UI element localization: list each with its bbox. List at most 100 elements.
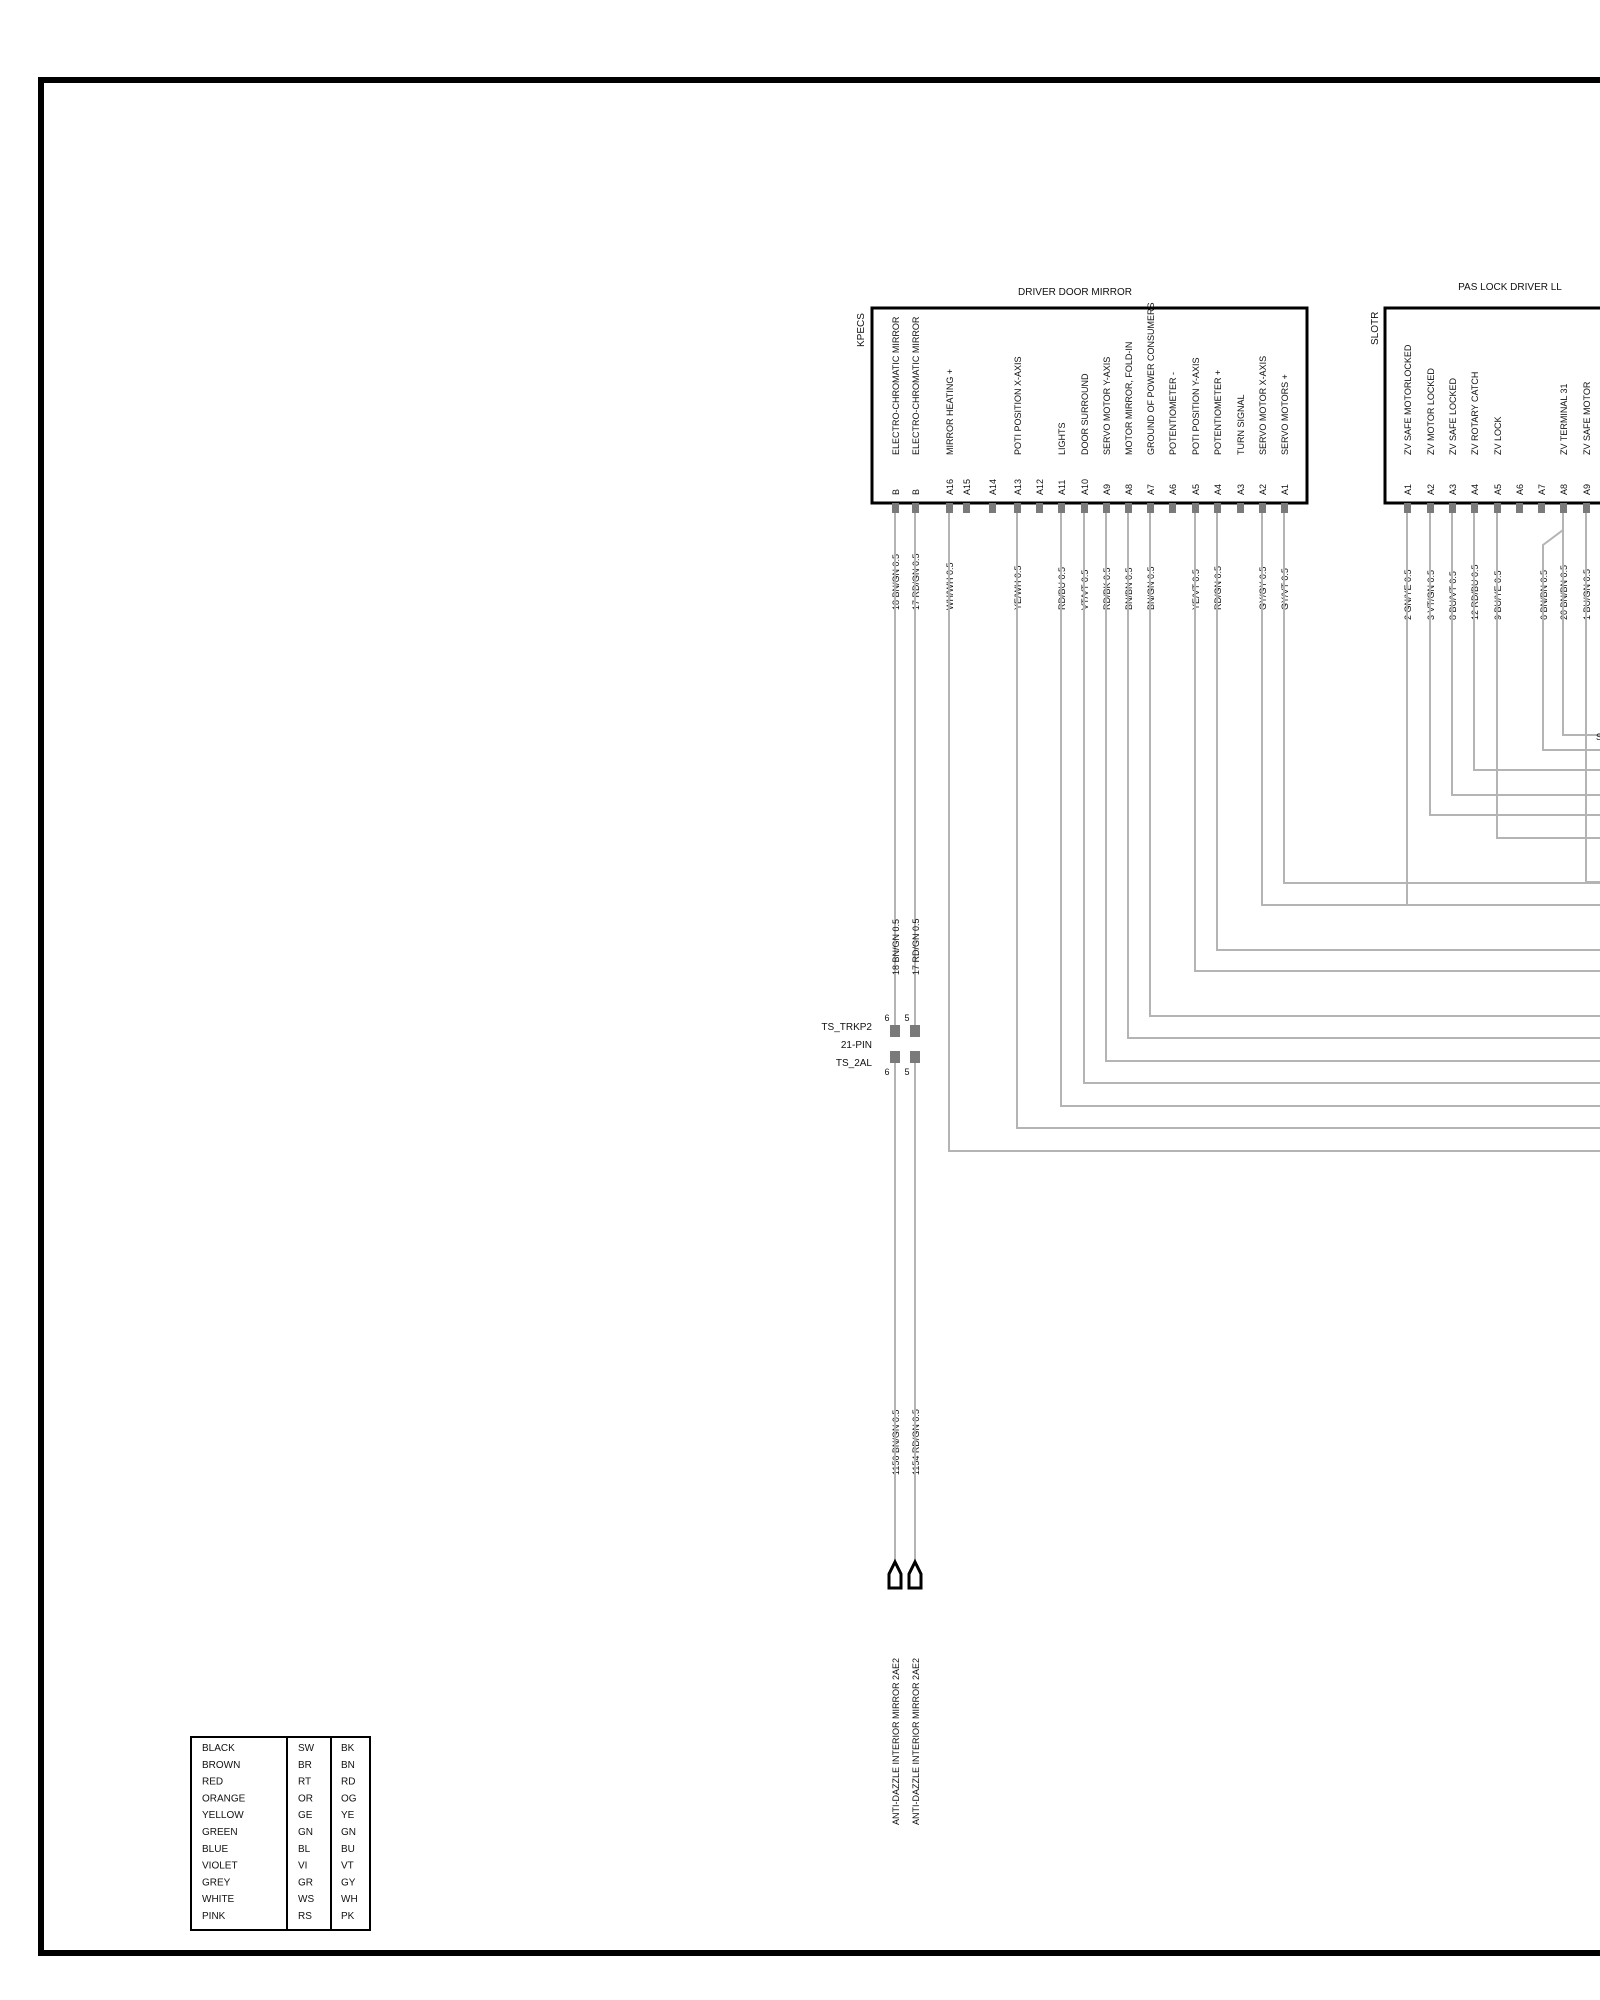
lock-terminal <box>1538 503 1545 513</box>
mirror-terminal <box>892 503 899 513</box>
lock-pin-label-1: ZV MOTOR LOCKED <box>1426 368 1436 455</box>
pas-lock-code: SLOTR <box>1370 312 1381 345</box>
lock-wire-1 <box>1429 513 1600 816</box>
mirror-pin-label-13: POTI POSITION Y-AXIS <box>1191 357 1201 455</box>
mirror-pin-12: A6 <box>1168 484 1178 495</box>
legend-name-10: PINK <box>202 1911 226 1922</box>
lock-terminal <box>1516 503 1523 513</box>
mirror-terminal <box>1103 503 1110 513</box>
destination-arrow <box>907 1558 923 1590</box>
lock-wire-7 <box>1542 513 1600 751</box>
connector-terminal-bottom <box>910 1051 920 1063</box>
destination-label-0: ANTI-DAZZLE INTERIOR MIRROR 2AE2 <box>891 1658 901 1825</box>
mirror-terminal <box>1014 503 1021 513</box>
lock-pin-1: A2 <box>1426 484 1436 495</box>
lock-terminal <box>1471 503 1478 513</box>
mirror-wire-13 <box>1194 513 1600 972</box>
driver-mirror-code: KPECS <box>856 313 867 347</box>
mirror-terminal <box>1036 503 1043 513</box>
legend-name-3: ORANGE <box>202 1793 246 1804</box>
lock-wire-2 <box>1451 513 1600 796</box>
destination-label-1: ANTI-DAZZLE INTERIOR MIRROR 2AE2 <box>911 1658 921 1825</box>
mirror-terminal <box>1058 503 1065 513</box>
mirror-pin-11: A7 <box>1146 484 1156 495</box>
mirror-pin-17: A1 <box>1280 484 1290 495</box>
mirror-pin-label-2: MIRROR HEATING + <box>945 369 955 455</box>
lock-terminal <box>1494 503 1501 513</box>
lock-terminal <box>1560 503 1567 513</box>
legend-en-2: RD <box>341 1777 355 1788</box>
mirror-wire-9 <box>1105 513 1600 1062</box>
driver-mirror-title: DRIVER DOOR MIRROR <box>1018 287 1132 298</box>
mirror-wire-14 <box>1216 513 1600 951</box>
lock-pin-label-4: ZV LOCK <box>1493 416 1503 455</box>
mirror-pin-7: A11 <box>1057 480 1067 495</box>
legend-name-2: RED <box>202 1777 223 1788</box>
connector-pin-top-0: 6 <box>884 1013 889 1023</box>
mirror-terminal <box>1281 503 1288 513</box>
pas-lock-fragment: S <box>1596 732 1600 742</box>
mirror-wire-7 <box>1060 513 1600 1107</box>
connector-pin-bottom-0: 6 <box>884 1067 889 1077</box>
mirror-pin-0: B <box>891 489 901 495</box>
connector-upper-wire-1: 17 RD/GN 0.5 <box>911 918 921 975</box>
connector-pin-bottom-1: 5 <box>904 1067 909 1077</box>
lock-wire-8 <box>1562 513 1600 736</box>
driver-mirror-box <box>870 306 1309 505</box>
legend-name-8: GREY <box>202 1877 231 1888</box>
legend-en-8: GY <box>341 1877 356 1888</box>
mirror-pin-14: A4 <box>1213 484 1223 495</box>
lock-pin-0: A1 <box>1403 484 1413 495</box>
legend-de-7: VI <box>298 1861 307 1872</box>
mirror-terminal <box>989 503 996 513</box>
legend-en-7: VT <box>341 1861 354 1872</box>
lock-pin-3: A4 <box>1470 484 1480 495</box>
legend-de-3: OR <box>298 1793 313 1804</box>
legend-name-4: YELLOW <box>202 1810 244 1821</box>
legend-de-8: GR <box>298 1877 313 1888</box>
legend-en-4: YE <box>341 1810 355 1821</box>
lock-pin-5: A6 <box>1515 484 1525 495</box>
legend-name-6: BLUE <box>202 1844 228 1855</box>
mirror-terminal <box>1214 503 1221 513</box>
legend-en-3: OG <box>341 1793 357 1804</box>
lock-pin-9: A9 <box>1582 484 1592 495</box>
mirror-terminal <box>1081 503 1088 513</box>
mirror-terminal <box>1192 503 1199 513</box>
mirror-pin-8: A10 <box>1080 479 1090 495</box>
connector-upper-wire-0: 18 BN/GN 0.5 <box>891 919 901 975</box>
mirror-pin-label-11: GROUND OF POWER CONSUMERS <box>1146 302 1156 455</box>
legend-de-4: GE <box>298 1810 313 1821</box>
pas-lock-title: PAS LOCK DRIVER LL <box>1458 282 1562 293</box>
connector-name-bottom: TS_2AL <box>836 1058 873 1069</box>
legend-de-10: RS <box>298 1911 312 1922</box>
connector-terminal-top <box>890 1025 900 1037</box>
connector-pin-top-1: 5 <box>904 1013 909 1023</box>
legend-en-1: BN <box>341 1760 355 1771</box>
mirror-pin-3: A15 <box>962 479 972 495</box>
mirror-pin-16: A2 <box>1258 484 1268 495</box>
page-frame <box>38 77 1600 1956</box>
legend-en-5: GN <box>341 1827 356 1838</box>
connector-name-top: TS_TRKP2 <box>821 1022 872 1033</box>
mirror-pin-1: B <box>911 489 921 495</box>
legend-de-9: WS <box>298 1894 314 1905</box>
mirror-pin-2: A16 <box>945 479 955 495</box>
mirror-pin-label-7: LIGHTS <box>1057 422 1067 455</box>
legend-name-1: BROWN <box>202 1760 240 1771</box>
mirror-terminal <box>946 503 953 513</box>
legend-name-5: GREEN <box>202 1827 238 1838</box>
mirror-pin-label-12: POTENTIOMETER - <box>1168 372 1178 455</box>
mirror-wire-8 <box>1083 513 1600 1084</box>
lock-pin-label-3: ZV ROTARY CATCH <box>1470 372 1480 455</box>
mirror-wire-5 <box>1016 513 1600 1129</box>
lock-pin-label-7: ZV TERMINAL 31 <box>1559 383 1569 455</box>
mirror-terminal <box>1169 503 1176 513</box>
lock-pin-7: A8 <box>1559 484 1569 495</box>
legend-en-0: BK <box>341 1743 355 1754</box>
mirror-wire-17 <box>1283 513 1600 884</box>
mirror-pin-label-14: POTENTIOMETER + <box>1213 370 1223 455</box>
lock-wire-3 <box>1473 513 1600 771</box>
lock-terminal <box>1404 503 1411 513</box>
